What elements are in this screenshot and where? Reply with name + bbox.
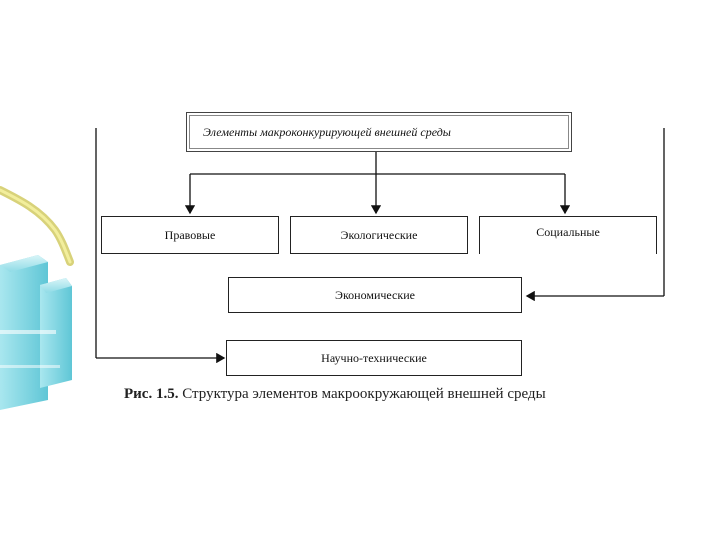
caption-text: Структура элементов макроокружающей внеш…: [182, 386, 546, 402]
box-economic: Экономические: [228, 277, 522, 313]
box-ecological-label: Экологические: [340, 227, 418, 242]
box-sci-tech: Научно-технические: [226, 340, 522, 376]
box-legal-label: Правовые: [164, 227, 216, 242]
decorative-chart-image: [0, 186, 74, 410]
box-ecological: Экологические: [290, 216, 468, 254]
box-social: Социальные: [479, 216, 657, 254]
top-box-macro-elements: Элементы макроконкурирующей внешней сред…: [186, 112, 572, 152]
box-legal: Правовые: [101, 216, 279, 254]
figure-caption: Рис. 1.5. Структура элементов макроокруж…: [124, 386, 546, 403]
box-sci-tech-label: Научно-технические: [321, 350, 427, 365]
box-social-label: Социальные: [536, 225, 600, 239]
box-economic-label: Экономические: [335, 287, 415, 302]
top-box-label: Элементы макроконкурирующей внешней сред…: [203, 124, 451, 139]
caption-label: Рис. 1.5.: [124, 386, 179, 402]
